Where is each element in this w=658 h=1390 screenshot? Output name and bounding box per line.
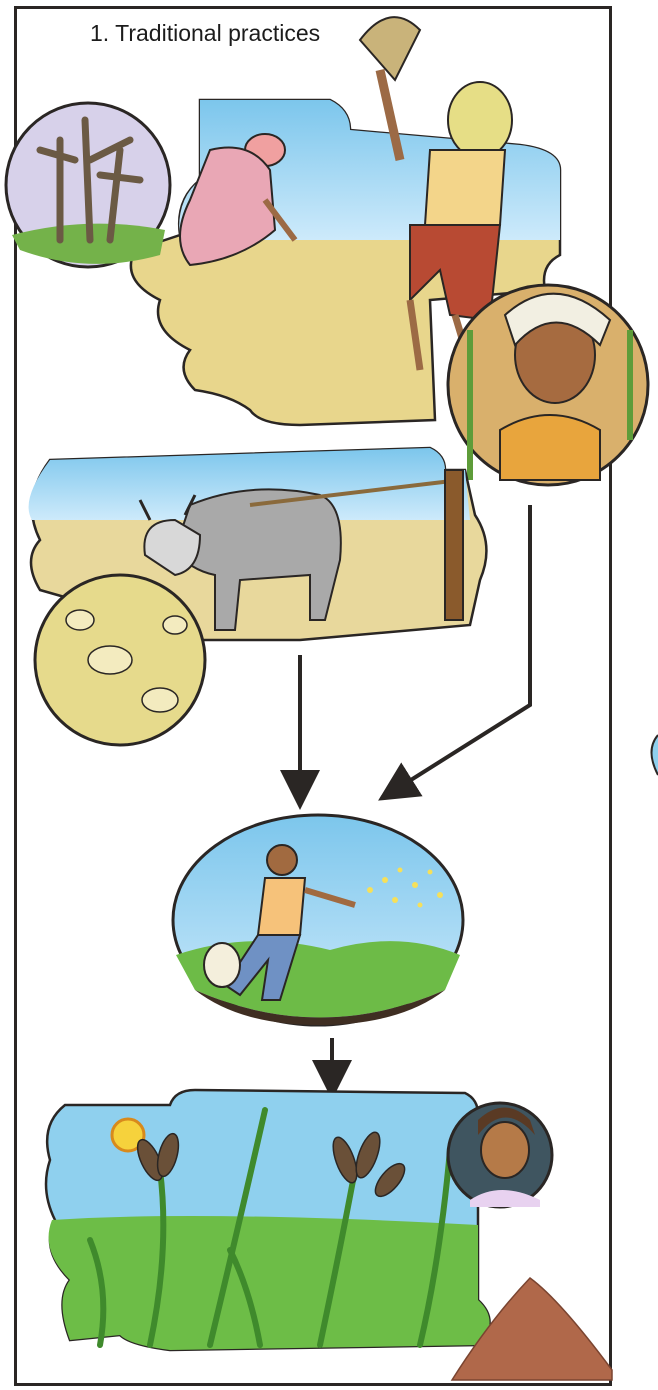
ploughing-panel [29, 448, 487, 745]
crop-growth-panel [46, 1090, 612, 1380]
harvesting-panel [6, 17, 648, 485]
worried-farmer-inset [448, 285, 648, 485]
farmer-portrait-inset [448, 1103, 552, 1207]
adjacent-panel-fragment [652, 735, 658, 775]
broadcasting-panel [173, 815, 463, 1025]
millet-head-inset [6, 103, 170, 267]
post [445, 470, 463, 620]
dry-soil-inset [35, 575, 205, 745]
